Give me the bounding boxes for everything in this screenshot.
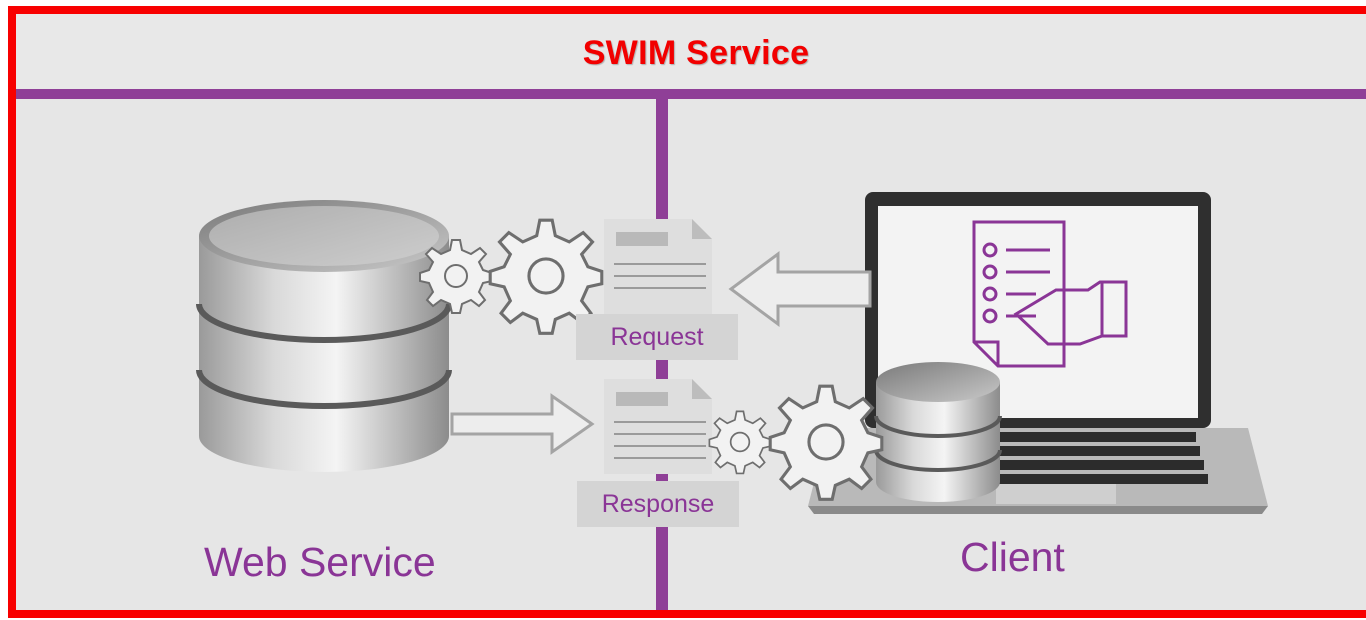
database-icon <box>874 362 1002 502</box>
diagram-graphics <box>196 192 1268 514</box>
gear-icon <box>708 384 884 501</box>
gear-icon <box>419 218 604 335</box>
request-arrow-icon <box>728 251 872 327</box>
database-icon <box>196 200 452 472</box>
horizontal-divider <box>16 89 1366 99</box>
request-label: Request <box>576 314 738 360</box>
diagram-title: SWIM Service <box>582 34 810 72</box>
response-arrow-icon <box>450 393 595 455</box>
response-label: Response <box>577 481 739 527</box>
web-service-label: Web Service <box>204 539 436 585</box>
client-label: Client <box>960 534 1065 580</box>
checklist-icon <box>972 220 1128 368</box>
document-icon <box>604 219 712 314</box>
header-band: SWIM Service <box>16 14 1366 89</box>
document-icon <box>604 379 712 474</box>
diagram-frame: SWIM Service <box>8 6 1366 618</box>
